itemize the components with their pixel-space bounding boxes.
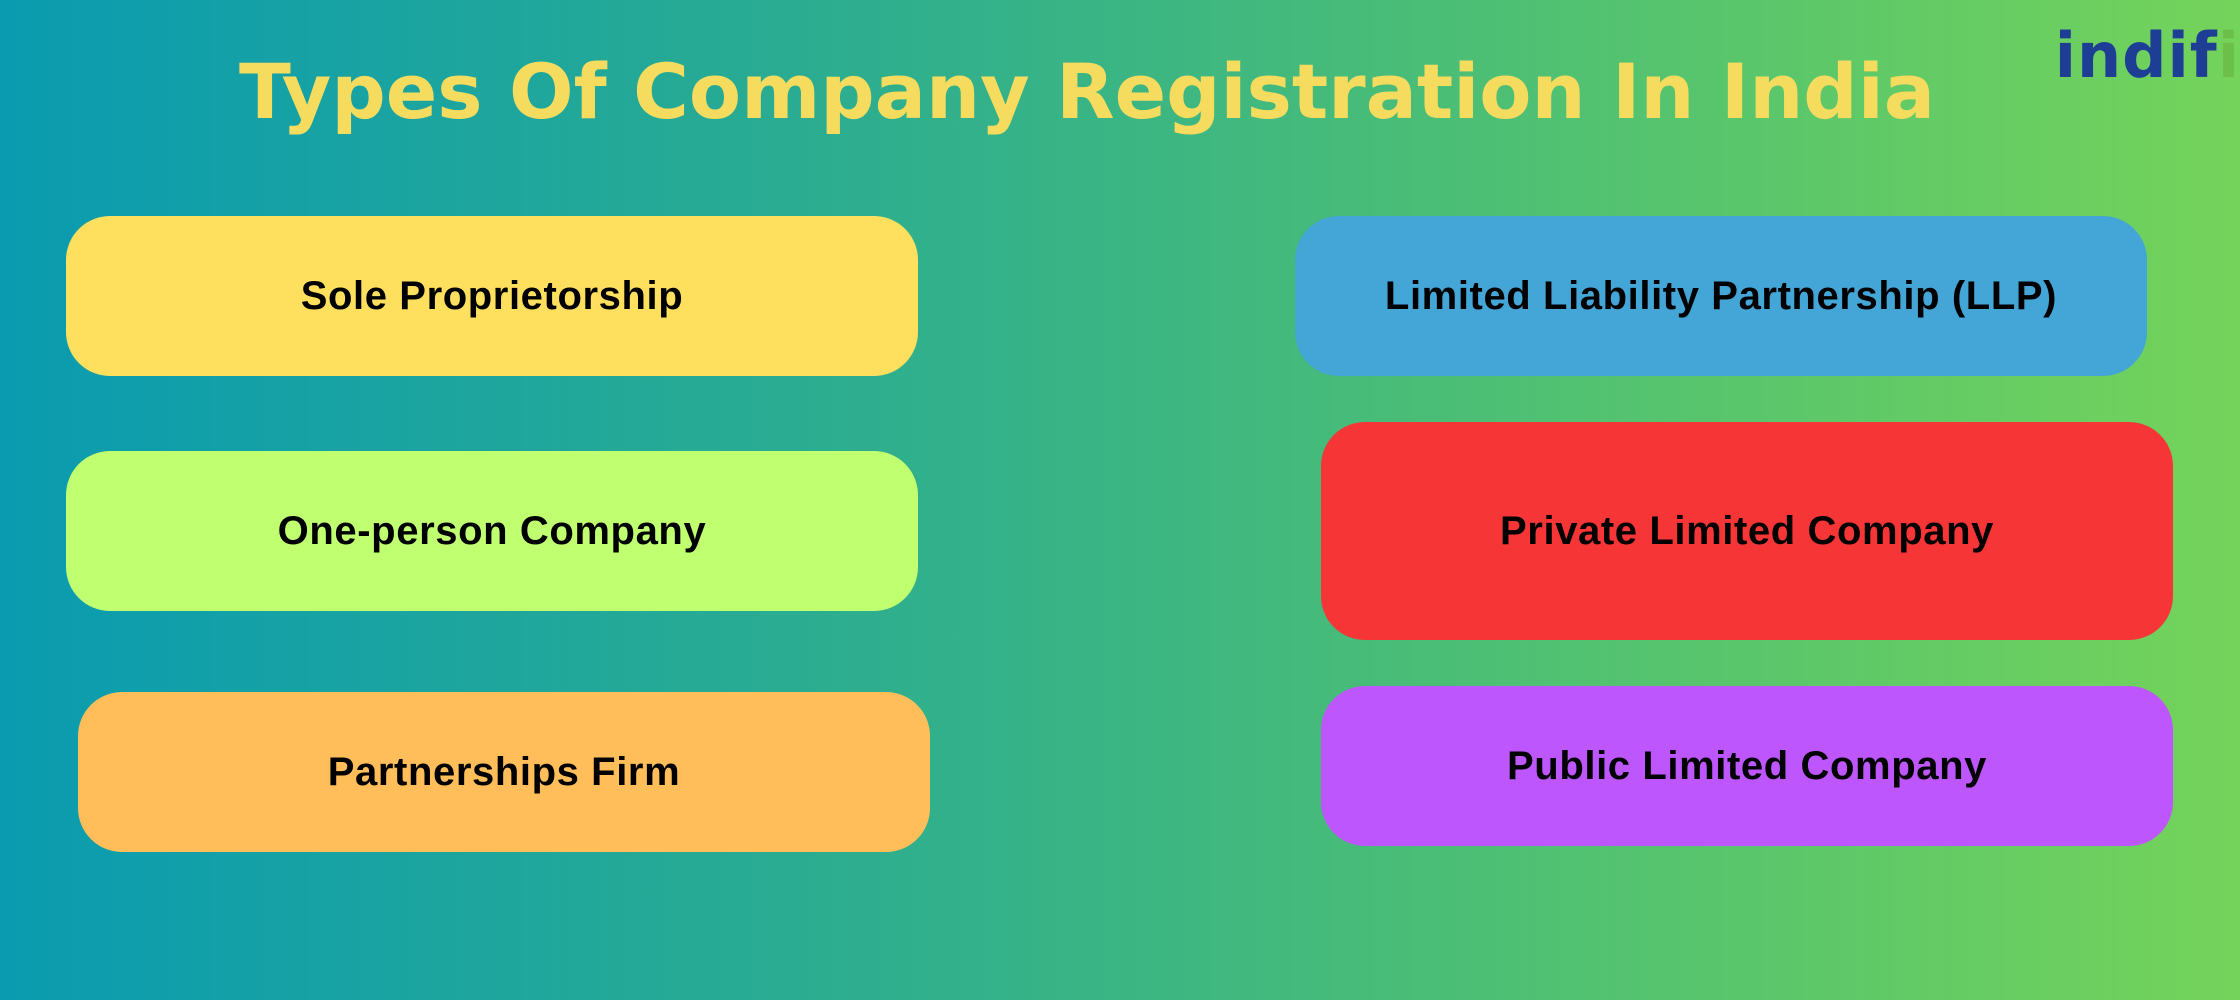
box-llp: Limited Liability Partnership (LLP) [1295, 216, 2147, 376]
box-public-limited-company: Public Limited Company [1321, 686, 2173, 846]
box-label: Public Limited Company [1507, 743, 1987, 788]
box-partnerships-firm: Partnerships Firm [78, 692, 930, 852]
box-one-person-company: One-person Company [66, 451, 918, 611]
box-sole-proprietorship: Sole Proprietorship [66, 216, 918, 376]
box-private-limited-company: Private Limited Company [1321, 422, 2173, 640]
box-label: Limited Liability Partnership (LLP) [1384, 273, 2058, 318]
indifi-logo: indifi [2055, 16, 2240, 96]
box-label: Partnerships Firm [327, 749, 681, 794]
box-label: One-person Company [277, 508, 707, 553]
box-label: Private Limited Company [1500, 508, 1994, 553]
logo-dot-letter: i [2217, 19, 2240, 92]
page-title: Types Of Company Registration In India [238, 47, 1936, 136]
box-label: Sole Proprietorship [300, 273, 684, 318]
logo-text: indif [2054, 19, 2218, 92]
